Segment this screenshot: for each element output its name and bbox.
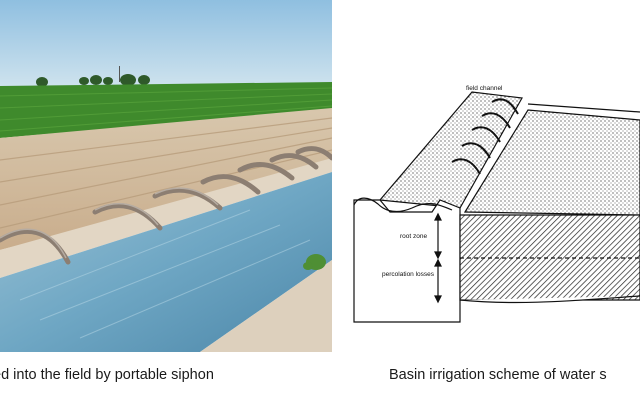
tree-line <box>36 66 150 87</box>
caption-basin-diagram: Basin irrigation scheme of water s <box>389 367 607 383</box>
near-bank <box>200 260 332 352</box>
water-channel <box>0 172 332 352</box>
siphon-irrigation-photo <box>0 0 332 352</box>
siphon-highlights <box>0 187 219 259</box>
sky <box>0 0 332 88</box>
label-field-channel: field channel <box>466 85 503 92</box>
channel-bank-top <box>378 91 523 209</box>
photo-illustration <box>0 0 332 352</box>
crop-rows <box>0 87 332 132</box>
furrowed-soil <box>0 108 332 250</box>
label-root-zone: root zone <box>400 233 427 240</box>
label-percolation-losses: percolation losses <box>382 271 435 278</box>
weed <box>303 254 326 270</box>
basin-irrigation-diagram: field channel root zone percolation loss… <box>340 0 640 352</box>
furrows <box>0 117 332 229</box>
basin-surface <box>463 109 640 216</box>
bank-front-face <box>353 199 461 323</box>
diagram-illustration: field channel root zone percolation loss… <box>353 85 640 323</box>
siphon-tubes <box>0 146 332 265</box>
root-zone-soil <box>459 214 640 301</box>
basin-outline <box>353 91 640 323</box>
caption-siphon-photo: ed into the field by portable siphon <box>0 367 214 383</box>
water-ripples <box>19 209 311 339</box>
